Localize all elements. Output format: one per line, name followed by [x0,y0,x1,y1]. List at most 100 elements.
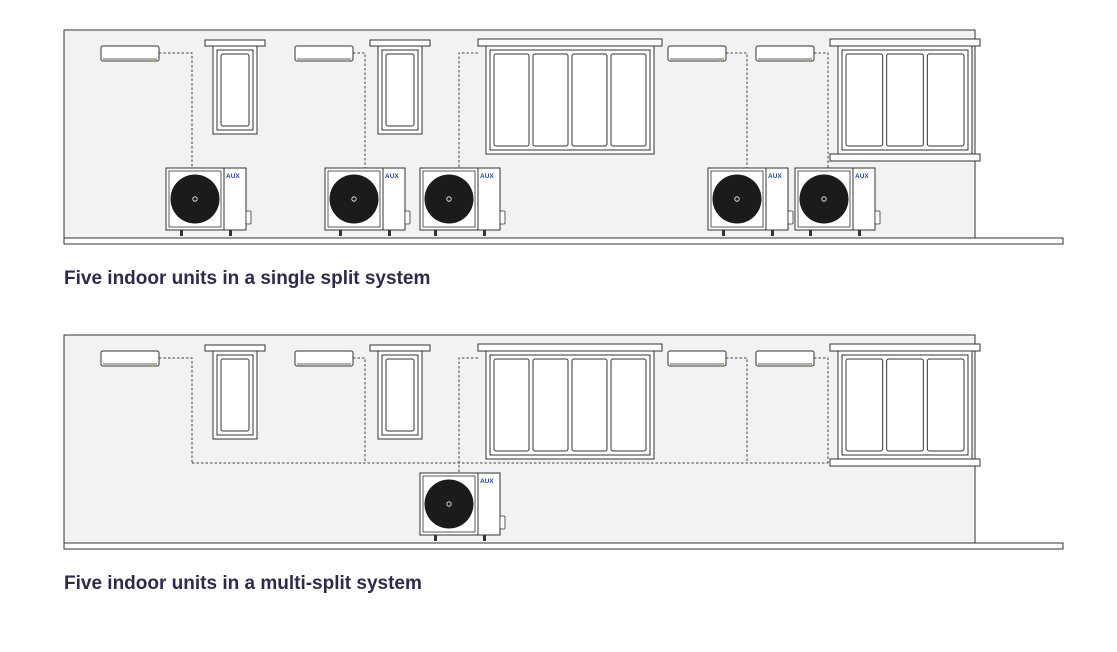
single-split-caption: Five indoor units in a single split syst… [64,268,431,289]
indoor-unit-led [719,59,721,62]
window-head [477,38,663,47]
narrow-window [204,39,266,135]
fan-icon [424,174,474,224]
indoor-unit-led [719,364,721,367]
narrow-window [369,344,431,440]
outdoor-unit: AUX [794,167,881,236]
outdoor-unit: AUX [419,472,506,541]
window-pane [385,53,415,127]
wide-window [829,38,981,162]
window-pane [493,358,530,452]
unit-foot [388,230,391,236]
unit-foot [229,230,232,236]
window-pane [571,358,608,452]
fan-icon [329,174,379,224]
refrigerant-pipe [458,357,478,473]
unit-foot [483,230,486,236]
brand-logo-text: AUX [768,173,782,180]
brand-logo-text: AUX [480,173,494,180]
single-split-drawing: AUX AUX AUX AUX AUX [63,29,1064,245]
refrigerant-pipe [726,52,748,168]
brand-logo-text: AUX [855,173,869,180]
indoor-unit [100,350,160,367]
window-sill [829,458,981,467]
fan-hub [734,196,740,202]
indoor-unit-led [807,364,809,367]
unit-foot [771,230,774,236]
indoor-unit [667,45,727,62]
refrigerant-pipe [726,357,748,463]
outdoor-unit: AUX [324,167,411,236]
indoor-unit-led [346,59,348,62]
refrigerant-pipe [814,52,829,168]
indoor-unit [755,45,815,62]
unit-foot [722,230,725,236]
refrigerant-pipe [458,52,478,168]
unit-foot [809,230,812,236]
unit-foot [483,535,486,541]
wide-window [829,343,981,467]
window-head [204,39,266,47]
window-pane [926,358,965,452]
outdoor-unit: AUX [165,167,252,236]
window-head [204,344,266,352]
window-head [369,344,431,352]
window-pane [532,358,569,452]
unit-foot [180,230,183,236]
indoor-unit-led [152,59,154,62]
window-head [829,38,981,47]
window-pane [532,53,569,147]
ground-slab [63,542,1064,550]
ground-slab [63,237,1064,245]
window-pane [845,358,884,452]
indoor-unit-led [346,364,348,367]
window-pane [220,53,250,127]
fan-icon [170,174,220,224]
fan-hub [821,196,827,202]
refrigerant-pipe [159,52,193,168]
window-pane [571,53,608,147]
indoor-unit-led [807,59,809,62]
indoor-unit [100,45,160,62]
indoor-unit [755,350,815,367]
unit-foot [434,535,437,541]
multi-split-caption: Five indoor units in a multi-split syste… [64,573,422,594]
fan-hub [446,196,452,202]
brand-logo-text: AUX [226,173,240,180]
fan-hub [351,196,357,202]
service-valve [404,210,411,225]
outdoor-unit: AUX [707,167,794,236]
wide-window [477,343,663,460]
window-sill [829,153,981,162]
window-pane [886,53,924,147]
multi-split-diagram: AUX [0,333,1117,593]
service-valve [787,210,794,225]
window-head [369,39,431,47]
unit-foot [339,230,342,236]
brand-logo-text: AUX [385,173,399,180]
refrigerant-pipe [353,357,366,463]
window-pane [385,358,415,432]
brand-logo-text: AUX [480,478,494,485]
window-pane [886,358,924,452]
refrigerant-pipe [814,357,829,463]
window-pane [220,358,250,432]
service-valve [499,210,506,225]
narrow-window [204,344,266,440]
window-pane [493,53,530,147]
wide-window [477,38,663,155]
indoor-unit [667,350,727,367]
service-valve [499,515,506,530]
window-pane [610,53,647,147]
outdoor-unit: AUX [419,167,506,236]
service-valve [245,210,252,225]
multi-split-drawing: AUX [63,334,1064,550]
fan-icon [712,174,762,224]
fan-hub [446,501,452,507]
single-split-diagram: AUX AUX AUX AUX AUX [0,28,1117,288]
window-head [477,343,663,352]
indoor-unit-led [152,364,154,367]
fan-hub [192,196,198,202]
window-pane [845,53,884,147]
window-pane [926,53,965,147]
